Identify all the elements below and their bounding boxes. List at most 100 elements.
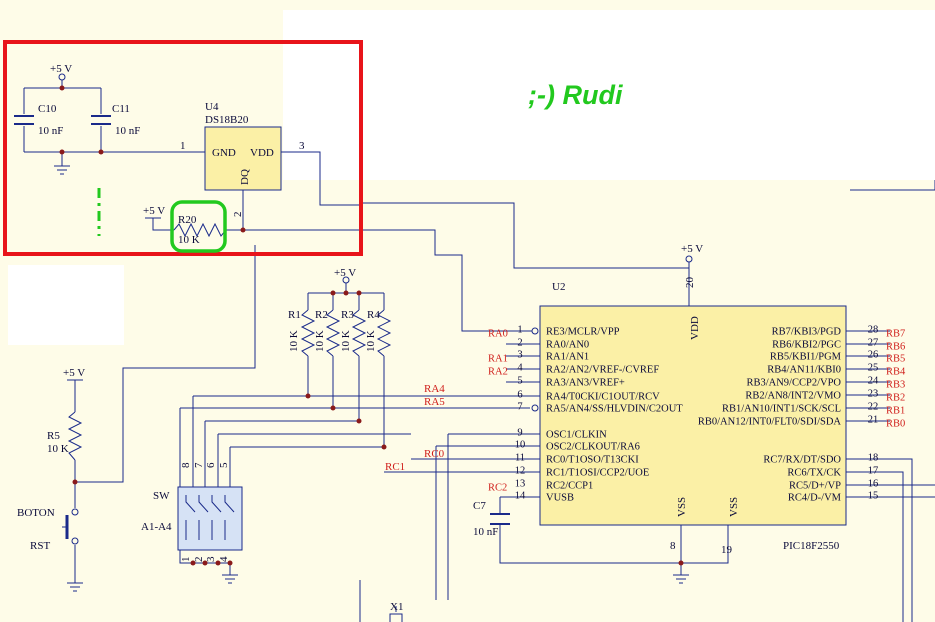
mcu-net-label-left: RA1 xyxy=(488,354,508,365)
vcc-label-5: +5 V xyxy=(681,243,703,255)
switch-pin-1: 1 xyxy=(180,557,192,563)
r5-ref: R5 xyxy=(47,430,60,442)
mcu-pin-number-left: 7 xyxy=(517,402,522,413)
c10-ref: C10 xyxy=(38,103,57,115)
r4-value: 10 K xyxy=(365,330,377,352)
switch-pin-8: 8 xyxy=(180,462,192,468)
mcu-pin-name-left: RA0/AN0 xyxy=(546,340,589,351)
c7-ref: C7 xyxy=(473,500,486,512)
mcu-pin-name-right: RB0/AN12/INT0/FLT0/SDI/SDA xyxy=(698,417,842,428)
mcu-pin-name-left: RA4/T0CKI/C1OUT/RCV xyxy=(546,392,660,403)
mcu-pin-number-right: 23 xyxy=(868,389,879,400)
switch-pin-6: 6 xyxy=(205,462,217,468)
switch-name: A1-A4 xyxy=(141,521,172,533)
mcu-pin-number-right: 21 xyxy=(868,415,879,426)
mcu-vss-label-1: VSS xyxy=(676,497,688,517)
mcu-pin-name-right: RC5/D+/VP xyxy=(789,481,841,492)
mcu-pin-number-left: 6 xyxy=(517,390,522,401)
mcu-part: PIC18F2550 xyxy=(783,540,840,552)
switch-pin-3: 3 xyxy=(205,556,217,562)
white-panel-top xyxy=(283,10,935,180)
mcu-pin-number-left: 3 xyxy=(517,350,522,361)
u4-dq: DQ xyxy=(239,169,251,185)
u4-pin1: 1 xyxy=(180,140,186,152)
switch-pin-7: 7 xyxy=(193,462,205,468)
mcu-pin-name-right: RC7/RX/DT/SDO xyxy=(763,455,841,466)
mcu-vss-label-2: VSS xyxy=(728,497,740,517)
mcu-net-label-left: RA0 xyxy=(488,329,508,340)
mcu-net-label-right: RB5 xyxy=(886,354,905,365)
mcu-net-label-right: RB1 xyxy=(886,406,905,417)
mcu-pin-number-right: 24 xyxy=(868,376,879,387)
mcu-net-label-right: RB2 xyxy=(886,393,905,404)
mcu-pin-name-right: RC4/D-/VM xyxy=(788,493,842,504)
mcu-pin-number-left: 11 xyxy=(515,453,525,464)
c11-value: 10 nF xyxy=(115,125,140,137)
mcu-pin-number-right: 15 xyxy=(868,491,879,502)
junction-dots xyxy=(59,85,684,566)
mcu-pin-name-right: RB2/AN8/INT2/VMO xyxy=(745,391,841,402)
mcu-pin-name-left: RE3/MCLR/VPP xyxy=(546,327,620,338)
mcu-vdd-pin: 20 xyxy=(684,277,696,289)
mcu-pin-number-right: 22 xyxy=(868,402,879,413)
mcu-net-label-right: RB6 xyxy=(886,342,905,353)
vcc-label-1: +5 V xyxy=(50,63,72,75)
vcc-label-3: +5 V xyxy=(63,367,85,379)
mcu-net-label-left: RC2 xyxy=(488,483,507,494)
switch-pin-2: 2 xyxy=(193,557,205,563)
net-ra5-side: RA5 xyxy=(424,396,445,408)
mcu-pin-name-right: RB4/AN11/KBI0 xyxy=(767,365,841,376)
mcu-pin-name-right: RC6/TX/CK xyxy=(787,468,841,479)
mcu-pin-number-left: 9 xyxy=(517,428,522,439)
mcu-pin-name-left: RC0/T1OSO/T13CKI xyxy=(546,455,639,466)
mcu-ref: U2 xyxy=(552,281,565,293)
mcu-net-label-left: RA2 xyxy=(488,367,508,378)
mcu-pin-name-right: RB5/KBI1/PGM xyxy=(770,352,842,363)
mcu-pin-name-left: OSC2/CLKOUT/RA6 xyxy=(546,442,640,453)
mcu-pin-name-left: RA1/AN1 xyxy=(546,352,589,363)
vcc-label-2: +5 V xyxy=(143,205,165,217)
mcu-pin-name-right: RB1/AN10/INT1/SCK/SCL xyxy=(722,404,841,415)
button-label-1: BOTON xyxy=(17,507,55,519)
mcu-pin-number-right: 18 xyxy=(868,453,879,464)
wire-layer xyxy=(23,80,935,622)
mcu-pin-layer: RE3/MCLR/VPP1RA0RA0/AN02RA1/AN13RA1RA2/A… xyxy=(488,325,906,504)
u4-vdd: VDD xyxy=(250,147,274,159)
c7-value: 10 nF xyxy=(473,526,498,538)
u4-part: DS18B20 xyxy=(205,114,249,126)
resistor-highlight xyxy=(170,200,227,253)
mcu-pin-number-left: 5 xyxy=(517,376,522,387)
mcu-pin-number-left: 1 xyxy=(517,325,522,336)
r4-ref: R4 xyxy=(367,309,380,321)
r3-value: 10 K xyxy=(340,330,352,352)
mcu-net-label-right: RB4 xyxy=(886,367,906,378)
sensor-u4-body xyxy=(204,126,282,191)
switch-pin-4: 4 xyxy=(218,556,230,562)
switch-pin-5: 5 xyxy=(218,462,230,468)
mcu-pin-name-left: RC2/CCP1 xyxy=(546,481,593,492)
mcu-pin-number-left: 10 xyxy=(515,440,526,451)
r5-value: 10 K xyxy=(47,443,69,455)
mcu-pin-number-left: 14 xyxy=(515,491,526,502)
mcu-pin-number-right: 27 xyxy=(868,338,879,349)
c10-value: 10 nF xyxy=(38,125,63,137)
mcu-pin-name-left: OSC1/CLKIN xyxy=(546,430,607,441)
r2-value: 10 K xyxy=(314,330,326,352)
net-rc0-side: RC0 xyxy=(424,448,445,460)
net-rc1-side: RC1 xyxy=(385,461,405,473)
mcu-pin-number-right: 26 xyxy=(868,350,879,361)
r1-ref: R1 xyxy=(288,309,301,321)
mcu-vss-pin-1: 8 xyxy=(670,540,676,552)
c11-ref: C11 xyxy=(112,103,130,115)
mcu-pin-name-right: RB3/AN9/CCP2/VPO xyxy=(746,378,841,389)
mcu-pin-number-right: 28 xyxy=(868,325,879,336)
parts-layer xyxy=(14,73,847,622)
mcu-pin-number-right: 16 xyxy=(868,479,879,490)
mcu-net-label-right: RB7 xyxy=(886,329,905,340)
r1-value: 10 K xyxy=(288,330,300,352)
r2-ref: R2 xyxy=(315,309,328,321)
mcu-pin-number-right: 17 xyxy=(868,466,879,477)
mcu-pin-name-left: RA3/AN3/VREF+ xyxy=(546,378,625,389)
mcu-pin-name-left: VUSB xyxy=(546,493,574,504)
mcu-pin-name-left: RC1/T1OSI/CCP2/UOE xyxy=(546,468,649,479)
